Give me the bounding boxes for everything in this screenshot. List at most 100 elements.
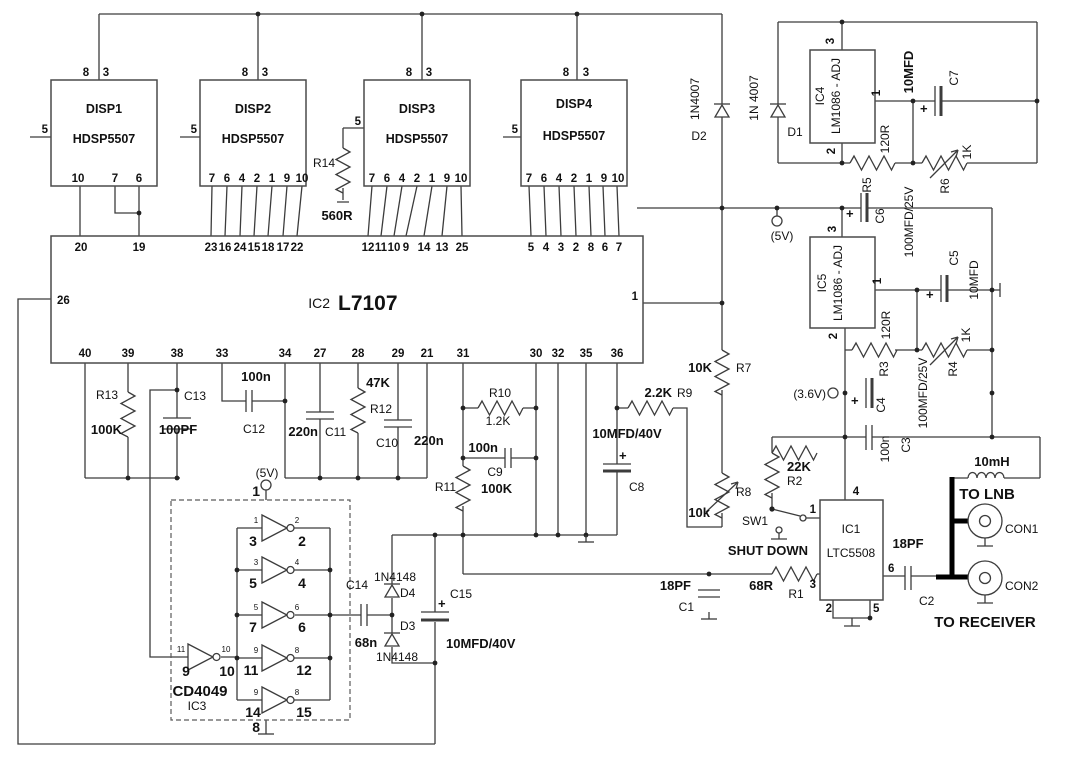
ic2-bp11: 32 [552, 348, 565, 360]
disp3-pinb4: 1 [429, 173, 436, 185]
diode-d2: 1N4007 D2 [688, 78, 731, 143]
capacitor-c15: C15 + 10MFD/40V [421, 587, 516, 651]
ic2-bp12: 35 [580, 348, 593, 360]
c14-value: 68n [355, 635, 377, 650]
r1-value: 68R [749, 578, 773, 593]
disp2-pinb5: 9 [284, 173, 290, 185]
ic2-l7107: IC2 L7107 20 19 23 16 24 15 18 17 22 12 … [50, 235, 644, 364]
ic1-pin6: 6 [888, 563, 894, 575]
r4-value: 1K [959, 328, 973, 343]
ic2-bp6: 28 [352, 348, 365, 360]
c12-ref: C12 [243, 422, 265, 436]
ic1-ref: IC1 [842, 522, 861, 536]
resistor-r13: R13 100K [91, 388, 136, 438]
disp3-pinb6: 10 [455, 173, 468, 185]
c7-value: 10MFD [901, 51, 916, 94]
capacitor-c5: C5 10MFD + [926, 250, 981, 302]
disp2-pinb2: 4 [239, 173, 246, 185]
c6-value: 100MFD/25V [902, 187, 916, 258]
sw1-label: SHUT DOWN [728, 543, 808, 558]
c5-ref: C5 [947, 250, 961, 266]
connector-con1: TO LNB CON1 [959, 486, 1039, 539]
r4-ref: R4 [946, 361, 960, 377]
ic2-tp6: 18 [262, 242, 275, 254]
resistor-r1: 68R R1 [749, 566, 818, 601]
c5-value: 10MFD [967, 260, 981, 300]
r12-ref: R12 [370, 402, 392, 416]
capacitor-c13: C13 100PF [159, 389, 206, 437]
ic2-tp0: 20 [75, 242, 88, 254]
inv4-out-s: 8 [295, 646, 300, 655]
inv4-out-b: 12 [296, 662, 312, 678]
ic4-part: LM1086 - ADJ [829, 58, 843, 134]
resistor-r10: R10 1.2K [477, 386, 524, 428]
inv6-out-s: 10 [222, 645, 231, 654]
disp2-pinb4: 1 [269, 173, 276, 185]
connector-con2: CON2 TO RECEIVER [934, 560, 1039, 631]
disp2-pin8: 8 [242, 67, 249, 79]
disp1-pin7: 7 [112, 173, 118, 185]
disp4-pinb6: 10 [612, 173, 625, 185]
disp2-part: HDSP5507 [222, 132, 285, 146]
capacitor-c4: + C4 100MFD/25V [851, 358, 930, 429]
resistor-r9: 2.2K R9 [627, 385, 693, 416]
disp3-pin8: 8 [406, 67, 413, 79]
c6-plus: + [846, 206, 854, 221]
ic2-tp11: 10 [388, 242, 401, 254]
ic2-tp3: 16 [219, 242, 232, 254]
ic1-part: LTC5508 [827, 546, 876, 560]
disp2-pinb3: 2 [254, 173, 260, 185]
disp3-pinb1: 6 [384, 173, 390, 185]
ic2-tp10: 11 [375, 242, 388, 254]
r10-ref: R10 [489, 386, 511, 400]
inv5-out-s: 8 [295, 688, 300, 697]
disp4-pinb0: 7 [526, 173, 532, 185]
disp1-pin3: 3 [103, 67, 109, 79]
d3-ref: D3 [400, 619, 416, 633]
ic2-tp21: 6 [602, 242, 608, 254]
ic5-pin2: 2 [828, 333, 840, 339]
inv1-out-s: 2 [295, 516, 300, 525]
c1-ref: C1 [679, 600, 695, 614]
c5-plus: + [926, 287, 934, 302]
display-disp2: DISP2 HDSP5507 8 3 5 7 6 4 2 1 9 10 [191, 67, 308, 187]
con2-ref: CON2 [1005, 579, 1039, 593]
con1-ref: CON1 [1005, 522, 1039, 536]
net-36v-label: (3.6V) [793, 387, 826, 401]
r1-ref: R1 [788, 587, 804, 601]
r13-value: 100K [91, 422, 123, 437]
c8-ref: C8 [629, 480, 645, 494]
junction-dots [125, 11, 1040, 666]
inv2-in-s: 3 [254, 558, 259, 567]
ic2-tp1: 19 [133, 242, 146, 254]
ic4-lm1086: IC4 LM1086 - ADJ 3 1 2 [809, 38, 883, 154]
disp3-pinb2: 4 [399, 173, 406, 185]
disp4-pinb3: 2 [571, 173, 577, 185]
ic4-pin2: 2 [826, 148, 838, 154]
disp1-name: DISP1 [86, 102, 122, 116]
ic2-tp13: 14 [418, 242, 431, 254]
r11-ref: R11 [435, 480, 456, 494]
c2-value: 18PF [892, 536, 923, 551]
c15-value: 10MFD/40V [446, 636, 516, 651]
ic2-bp1: 39 [122, 348, 135, 360]
capacitor-c12: 100n C12 [241, 369, 271, 436]
c4-value: 100MFD/25V [916, 358, 930, 429]
r3-ref: R3 [877, 361, 891, 377]
r14-value: 560R [321, 208, 353, 223]
ic2-bp7: 29 [392, 348, 405, 360]
r8-ref: R8 [736, 485, 752, 499]
ic3-ref: IC3 [188, 699, 207, 713]
inv3-in-b: 7 [249, 619, 257, 635]
c10-ref: C10 [376, 436, 398, 450]
inv2-out-s: 4 [295, 558, 300, 567]
c11-value: 220n [288, 424, 318, 439]
ic3-gnd-pin: 8 [252, 719, 260, 735]
resistor-r8: 10k R8 [688, 472, 752, 520]
d1-part: 1N 4007 [747, 75, 761, 121]
disp1-part: HDSP5507 [73, 132, 136, 146]
disp1-pin6: 6 [136, 173, 142, 185]
disp2-pinb1: 6 [224, 173, 230, 185]
